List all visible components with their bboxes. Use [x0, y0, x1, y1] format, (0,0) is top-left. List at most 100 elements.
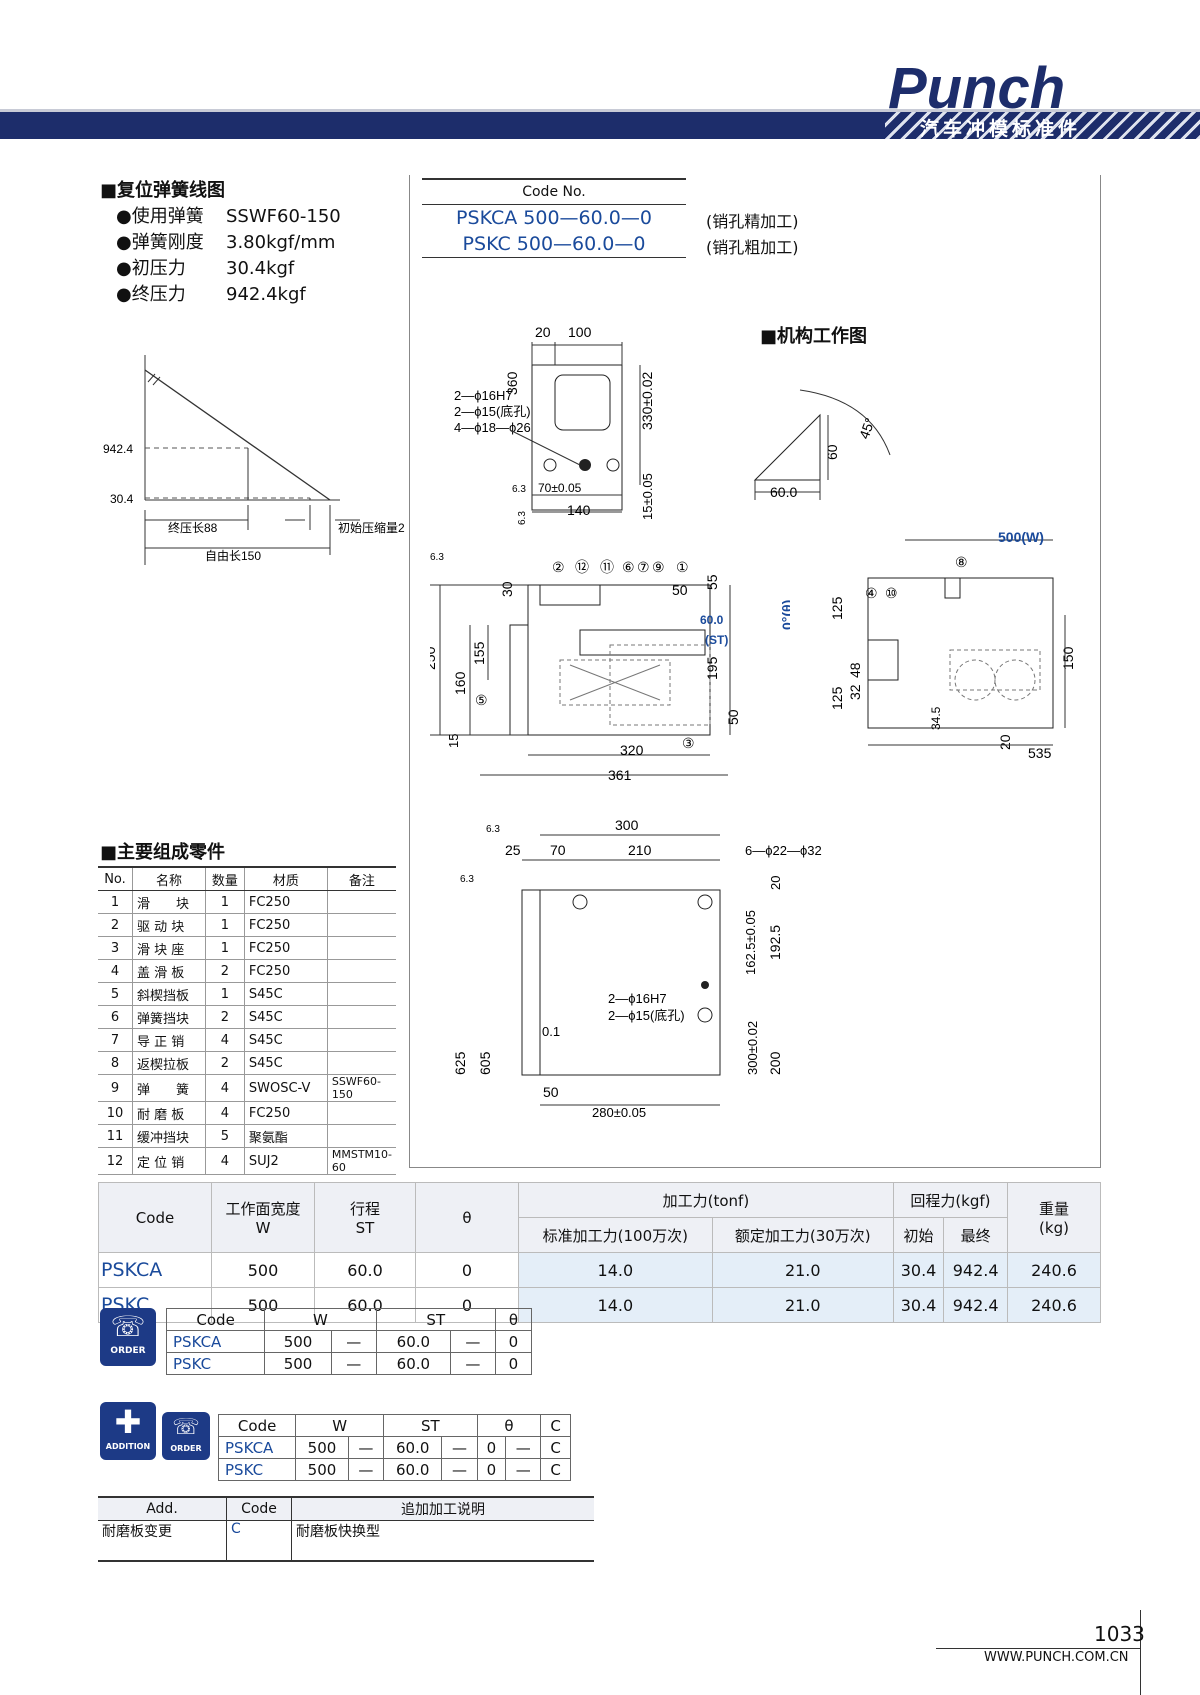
code-no-header: Code No. [422, 178, 686, 205]
parts-cell: 4 [98, 959, 133, 983]
svg-text:6.3: 6.3 [430, 552, 444, 563]
order-icon: ☏ ORDER [162, 1412, 210, 1460]
parts-cell: 4 [204, 1028, 245, 1052]
svg-text:210: 210 [628, 842, 652, 858]
parts-cell: 5 [98, 982, 133, 1006]
parts-cell: 4 [204, 1101, 245, 1125]
svg-text:125: 125 [829, 596, 845, 620]
parts-cell: S45C [243, 1051, 328, 1075]
svg-text:195: 195 [704, 656, 720, 680]
code-no-box: Code No. PSKCA 500—60.0—0 PSKC 500—60.0—… [422, 178, 686, 258]
svg-text:③: ③ [682, 735, 695, 751]
svg-text:自由长150: 自由长150 [205, 549, 261, 563]
spec-header-force-std: 标准加工力(100万次) [518, 1217, 713, 1253]
svg-text:4—ϕ18—ϕ26: 4—ϕ18—ϕ26 [454, 420, 531, 435]
svg-text:60.0: 60.0 [770, 484, 797, 500]
spec-header-ret-final: 最终 [943, 1217, 1008, 1253]
parts-cell: SSWF60-150 [326, 1074, 396, 1102]
parts-cell [326, 913, 396, 937]
parts-cell [326, 1101, 396, 1125]
spec-header-weight: 重量(kg) [1007, 1182, 1101, 1253]
mechanism-title: ■机构工作图 [760, 326, 868, 347]
parts-cell: 2 [98, 913, 133, 937]
svg-text:⑨: ⑨ [652, 559, 665, 575]
page-number: 1033 [1094, 1622, 1145, 1646]
spec-header-return: 回程力(kgf) [892, 1182, 1009, 1218]
spec-st: 60.0 [314, 1252, 416, 1288]
parts-cell [326, 1028, 396, 1052]
spring-section-title: ■复位弹簧线图 [100, 180, 226, 201]
parts-section-title: ■主要组成零件 [100, 842, 226, 863]
svg-text:155: 155 [471, 641, 487, 665]
svg-text:(ST): (ST) [705, 633, 728, 647]
svg-text:50: 50 [543, 1084, 559, 1100]
spec-init: 30.4 [892, 1287, 945, 1323]
parts-cell: 聚氨酯 [243, 1124, 328, 1148]
table-row: 耐磨板变更 C 耐磨板快换型 [98, 1520, 594, 1562]
svg-text:⑤: ⑤ [475, 692, 488, 708]
parts-cell: 1 [204, 936, 245, 960]
svg-text:6.3: 6.3 [460, 874, 474, 885]
angle-diagram: 60.0 60 45° [753, 389, 891, 500]
parts-cell: 10 [98, 1101, 133, 1125]
svg-text:2—ϕ16H7: 2—ϕ16H7 [608, 991, 667, 1006]
parts-cell [326, 1124, 396, 1148]
code-no-item: PSKCA 500—60.0—0 [456, 207, 652, 229]
order-icon: ☏ ORDER [100, 1308, 156, 1366]
svg-text:⑪: ⑪ [600, 559, 614, 575]
side-view-drawing: 500(W) 125 125 48 32 150 34.5 20 535 ⑧ ④… [829, 530, 1076, 760]
parts-cell: MMSTM10-60 [326, 1147, 396, 1175]
svg-text:192.5: 192.5 [767, 925, 783, 960]
svg-text:48: 48 [847, 662, 863, 678]
parts-cell: 8 [98, 1051, 133, 1075]
parts-cell: SUJ2 [243, 1147, 328, 1175]
svg-text:30: 30 [499, 581, 515, 597]
spec-header-ret-init: 初始 [892, 1217, 945, 1253]
parts-cell: 滑 块 [131, 890, 206, 914]
parts-cell: 弹 簧 [131, 1074, 206, 1102]
parts-cell: FC250 [243, 890, 328, 914]
bottom-view-drawing: 300 25 70 210 6—ϕ22—ϕ32 20 162.5±0.05 19… [452, 820, 822, 1120]
addition-icon: ✚ ADDITION [100, 1402, 156, 1460]
svg-text:160: 160 [452, 671, 468, 695]
parts-cell: 5 [204, 1124, 245, 1148]
svg-text:32: 32 [847, 684, 863, 700]
spec-init: 30.4 [892, 1252, 945, 1288]
svg-text:330±0.02: 330±0.02 [639, 371, 655, 430]
parts-cell: 3 [98, 936, 133, 960]
frame-bottom-line [409, 1167, 1101, 1168]
svg-text:②: ② [552, 559, 565, 575]
svg-text:20: 20 [535, 324, 551, 340]
svg-text:0.1: 0.1 [542, 1024, 560, 1039]
svg-text:34.5: 34.5 [929, 706, 943, 730]
svg-text:30.4: 30.4 [110, 492, 134, 506]
svg-text:100: 100 [568, 324, 592, 340]
parts-cell: 驱 动 块 [131, 913, 206, 937]
svg-text:300: 300 [615, 820, 639, 833]
spec-header-force-rated: 额定加工力(30万次) [711, 1217, 894, 1253]
svg-text:⑩: ⑩ [885, 585, 898, 601]
parts-cell [326, 1051, 396, 1075]
parts-cell [326, 982, 396, 1006]
frame-left-line [409, 175, 410, 1167]
parts-cell: 1 [204, 890, 245, 914]
svg-text:初始压缩量2: 初始压缩量2 [338, 520, 405, 535]
parts-header: 名称 [131, 866, 206, 891]
parts-cell: 4 [204, 1147, 245, 1175]
footer-url[interactable]: WWW.PUNCH.COM.CN [984, 1650, 1129, 1665]
table-row: PSKCA 500 60.0 0 14.0 21.0 30.4 942.4 24… [98, 1252, 1101, 1288]
top-view-drawing: 20 100 360 330±0.02 2—ϕ16H7 2—ϕ15(底孔) 4—… [454, 324, 655, 525]
svg-text:2—ϕ15(底孔): 2—ϕ15(底孔) [608, 1008, 685, 1023]
parts-cell: 弹簧挡块 [131, 1005, 206, 1029]
